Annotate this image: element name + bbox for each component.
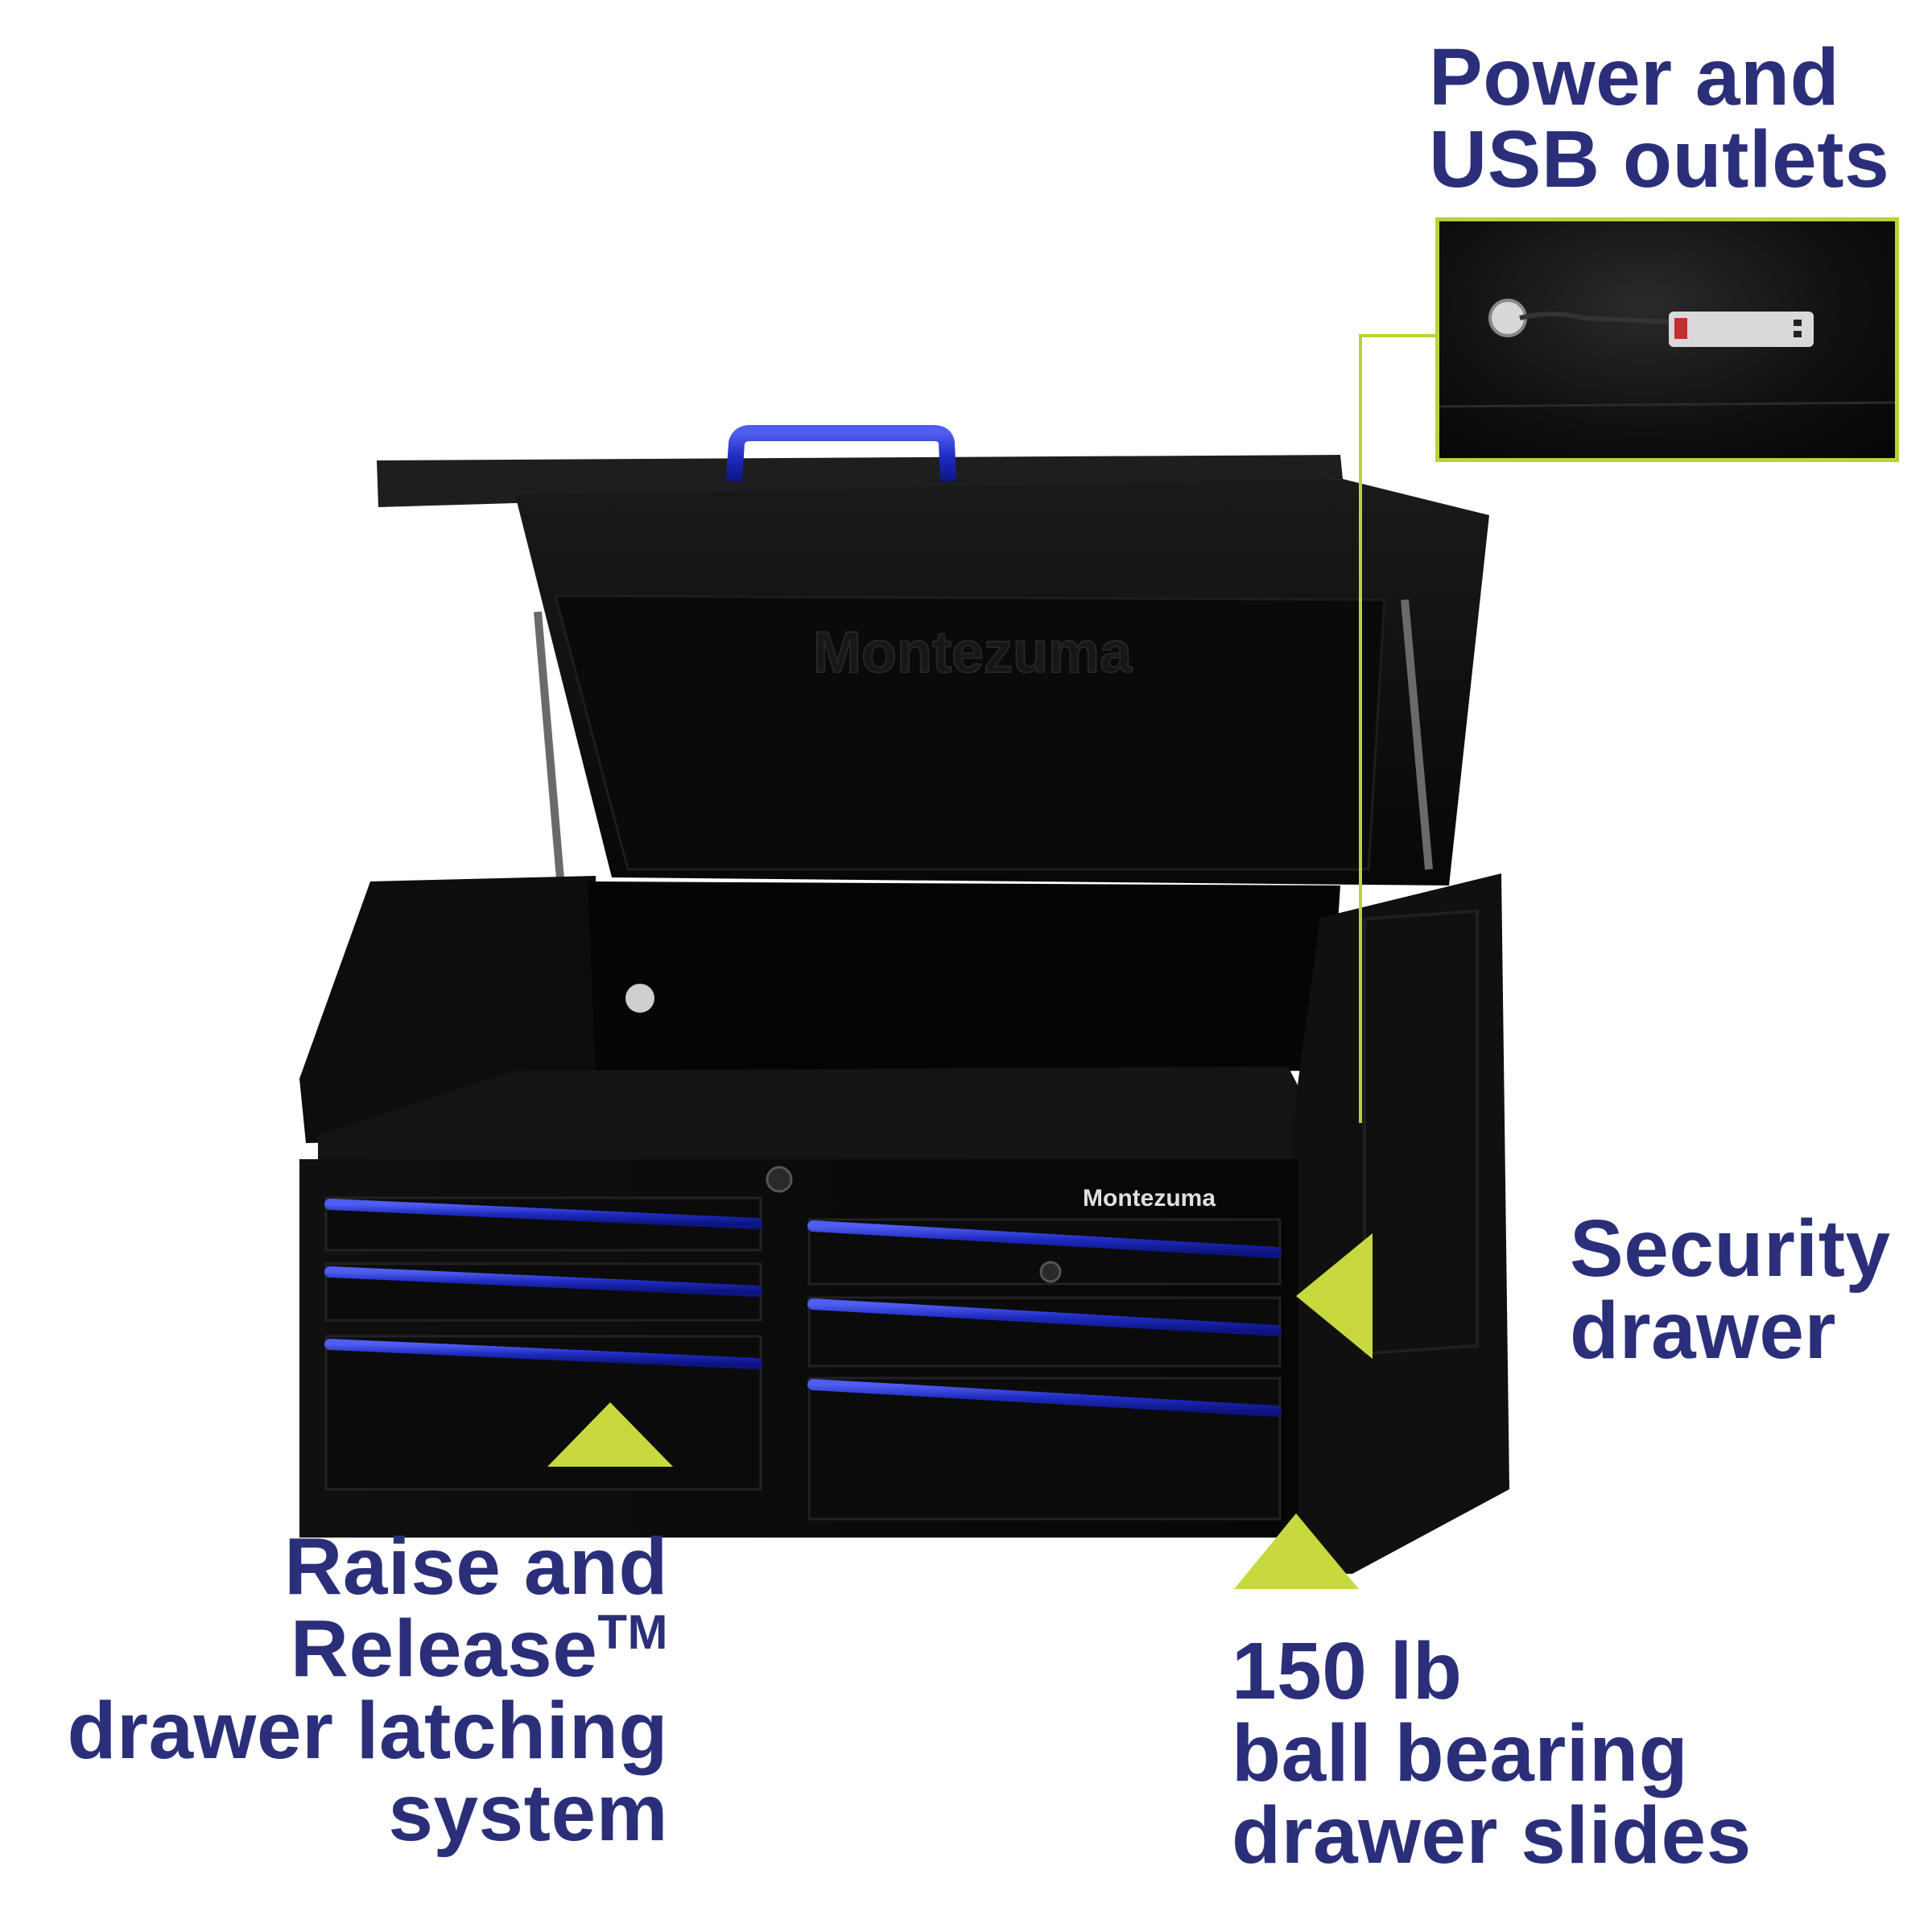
usb-port-icon [1794, 320, 1802, 326]
power-cord [1519, 312, 1674, 324]
slides-pointer-icon [1234, 1513, 1359, 1589]
front-logo: Montezuma [1083, 1185, 1216, 1212]
body-right-side [1292, 873, 1509, 1574]
security-drawer-pointer-icon [1296, 1233, 1373, 1359]
right-gas-strut [1401, 599, 1433, 870]
latch-pointer-icon [547, 1402, 673, 1467]
drawer-handle [807, 1379, 1282, 1417]
callout-line: ball bearing [1232, 1708, 1689, 1798]
inset-shelf-edge [1439, 401, 1895, 408]
callout-line: ReleaseTM [67, 1608, 668, 1690]
power-switch-icon [1674, 318, 1687, 339]
right-drawer-bank [807, 1218, 1282, 1521]
lid-emboss-logo: Montezuma [813, 621, 1133, 685]
power-callout-leader [1359, 334, 1435, 1123]
drawer-slides-callout: 150 lb ball bearing drawer slides [1232, 1630, 1752, 1876]
raise-release-callout: Raise and ReleaseTM drawer latching syst… [67, 1525, 668, 1854]
callout-line: drawer latching [67, 1686, 668, 1776]
left-gas-strut [534, 611, 568, 919]
cord-pass-through [625, 984, 654, 1013]
security-drawer-lock [1039, 1261, 1062, 1283]
callout-line: drawer slides [1232, 1790, 1752, 1880]
lid-handle [726, 425, 956, 482]
callout-line: USB outlets [1429, 114, 1890, 204]
callout-line: drawer [1570, 1286, 1836, 1376]
side-panel-inset [1363, 909, 1479, 1356]
tray-floor [318, 1067, 1336, 1159]
callout-line: Raise and [284, 1521, 668, 1612]
power-usb-callout: Power and USB outlets [1429, 36, 1889, 200]
usb-port-icon [1794, 331, 1802, 337]
callout-line: system [388, 1768, 668, 1858]
security-drawer-callout: Security drawer [1570, 1208, 1891, 1372]
callout-text: Release [290, 1604, 598, 1694]
power-outlet-inset [1435, 217, 1899, 462]
lid-panel [554, 594, 1386, 871]
left-drawer-bank [324, 1196, 762, 1491]
drawer-handle [324, 1266, 762, 1297]
callout-line: 150 lb [1232, 1626, 1463, 1716]
trademark-mark: TM [597, 1605, 668, 1659]
callout-line: Power and [1429, 32, 1840, 122]
power-strip [1669, 312, 1814, 347]
drawer-handle [324, 1339, 762, 1369]
callout-line: Security [1570, 1203, 1891, 1294]
drawer-handle [324, 1199, 762, 1229]
drawer-handle [807, 1298, 1282, 1336]
lid-lock [766, 1166, 793, 1193]
power-strip-illustration [1439, 299, 1895, 408]
tray-back-wall [588, 881, 1340, 1075]
drawer-handle [807, 1220, 1282, 1258]
